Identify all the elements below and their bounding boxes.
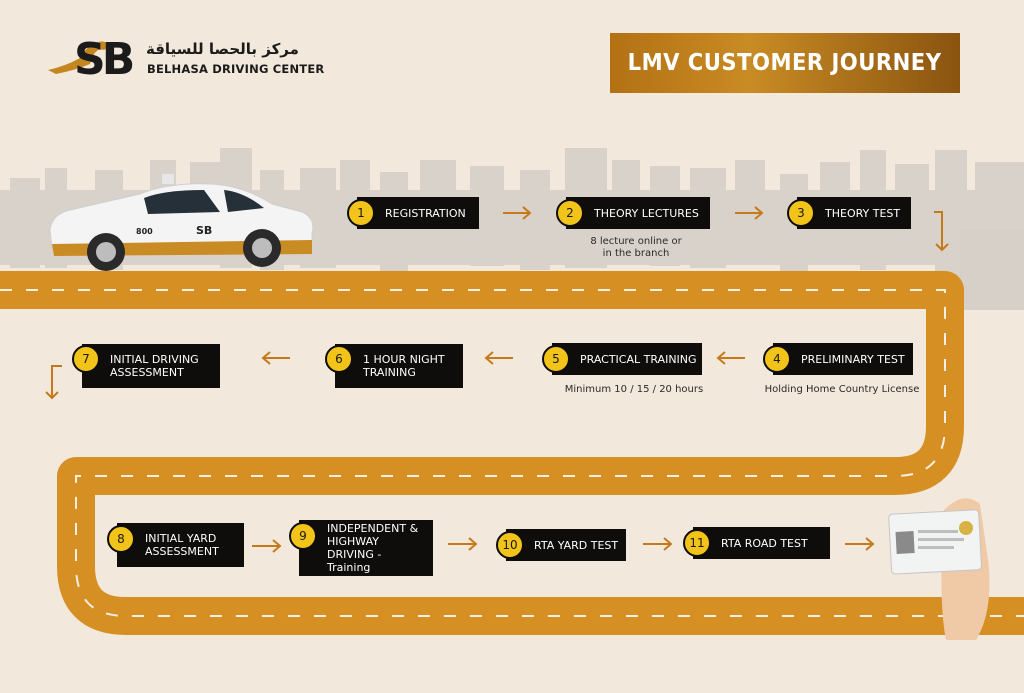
logo-horse-icon (48, 41, 110, 74)
step-number-1: 1 (347, 199, 375, 227)
step-number-3: 3 (787, 199, 815, 227)
step-initial-yard-assessment: INITIAL YARD ASSESSMENT (117, 523, 244, 567)
step-preliminary-test: PRELIMINARY TEST (773, 343, 913, 375)
page-title: LMV CUSTOMER JOURNEY (628, 50, 942, 76)
step-number-8: 8 (107, 525, 135, 553)
step-practical-training: PRACTICAL TRAINING (552, 343, 702, 375)
step-number-7: 7 (72, 345, 100, 373)
step-label: RTA YARD TEST (534, 538, 619, 552)
step-rta-yard-test: RTA YARD TEST (506, 529, 626, 561)
license-card-hand-icon (888, 498, 990, 640)
step-note: 8 lecture online or in the branch (590, 236, 682, 259)
logo-mark: SB (74, 34, 135, 85)
step-number-4: 4 (763, 345, 791, 373)
step-initial-driving-assessment: INITIAL DRIVING ASSESSMENT (82, 344, 220, 388)
step-number-11: 11 (683, 529, 711, 557)
step-note: Holding Home Country License (764, 384, 920, 395)
car-phone-text: 800 (136, 227, 153, 236)
step-label: THEORY LECTURES (594, 206, 699, 220)
step-theory-test: THEORY TEST (797, 197, 911, 229)
step-number-9: 9 (289, 522, 317, 550)
step-number-5: 5 (542, 345, 570, 373)
step-number-2: 2 (556, 199, 584, 227)
step-registration: REGISTRATION (357, 197, 479, 229)
logo-english-text: BELHASA DRIVING CENTER (147, 62, 325, 76)
step-note: Minimum 10 / 15 / 20 hours (564, 384, 704, 395)
step-theory-lectures: THEORY LECTURES (566, 197, 710, 229)
step-number-10: 10 (496, 531, 524, 559)
page-title-banner: LMV CUSTOMER JOURNEY (610, 33, 960, 93)
step-label: 1 HOUR NIGHT TRAINING (363, 353, 445, 379)
step-number-6: 6 (325, 345, 353, 373)
step-label: PRELIMINARY TEST (801, 352, 905, 366)
step-label: PRACTICAL TRAINING (580, 352, 697, 366)
step-label: THEORY TEST (825, 206, 901, 220)
car-logo-mark: SB (196, 224, 212, 237)
step-label: REGISTRATION (385, 206, 466, 220)
logo-arabic-text: مركز بالحصا للسياقة (146, 40, 299, 58)
step-label: INDEPENDENT & HIGHWAY DRIVING - Training (327, 522, 419, 574)
step-rta-road-test: RTA ROAD TEST (693, 527, 830, 559)
taxi-car-icon: 800 SB (49, 174, 314, 271)
step-independent-highway-driving: INDEPENDENT & HIGHWAY DRIVING - Training (299, 520, 433, 576)
step-label: RTA ROAD TEST (721, 536, 808, 550)
step-label: INITIAL YARD ASSESSMENT (145, 532, 219, 558)
step-label: INITIAL DRIVING ASSESSMENT (110, 353, 199, 379)
step-night-training: 1 HOUR NIGHT TRAINING (335, 344, 463, 388)
